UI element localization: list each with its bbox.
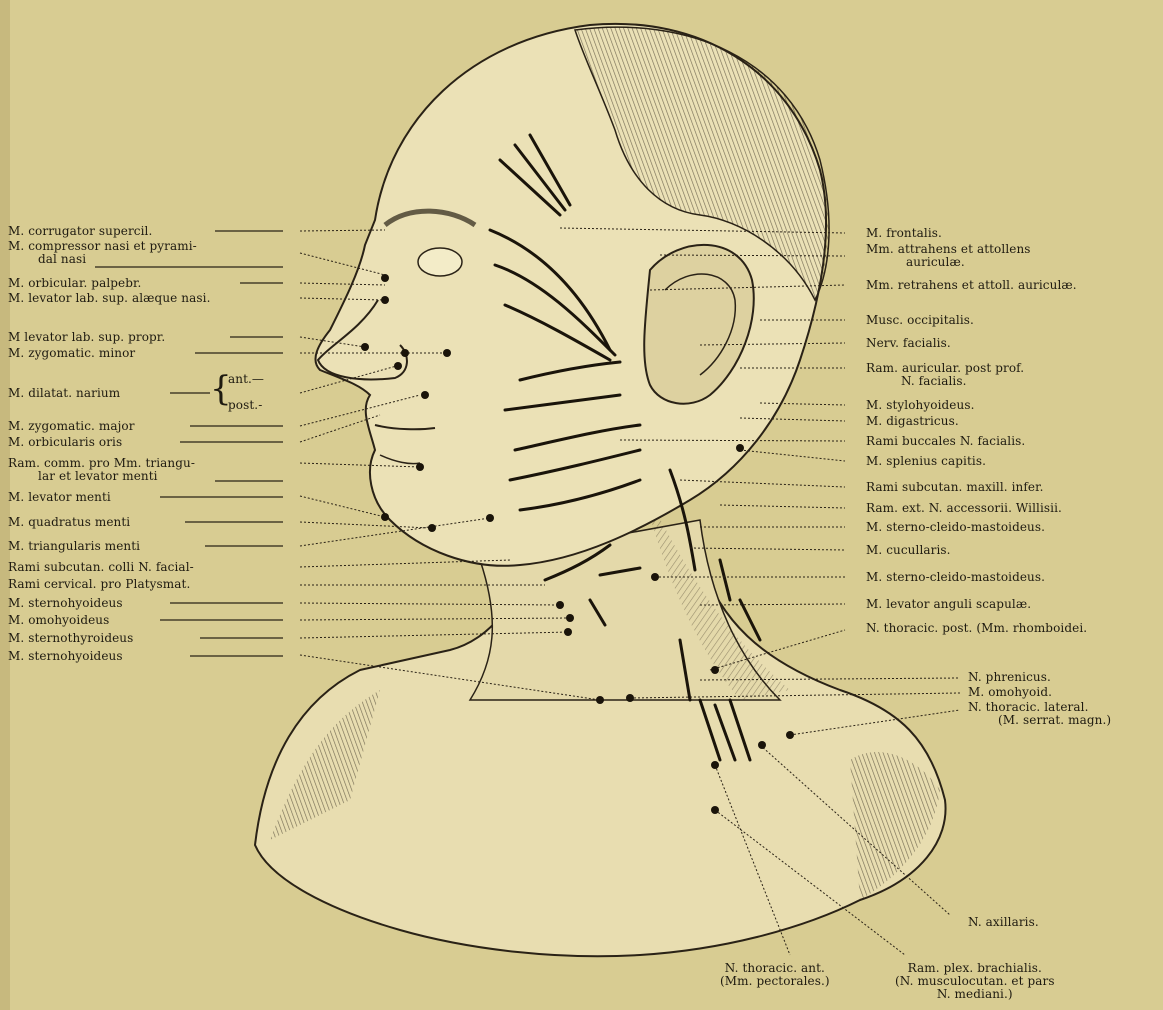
label-line: M. omohyoideus [8,614,109,627]
label-stylohyoideus: M. stylohyoideus. [866,399,975,412]
label-line: M. sternohyoideus [8,597,123,610]
label-line: Nerv. facialis. [866,337,951,350]
label-line: Rami subcutan. maxill. infer. [866,481,1044,494]
label-line: N. facialis. [866,375,1024,388]
label-corrugator: M. corrugator supercil. [8,225,152,238]
label-zygomatic-major: M. zygomatic. major [8,420,135,433]
label-nerv-facialis: Nerv. facialis. [866,337,951,350]
label-rami-subcutan-colli: Rami subcutan. colli N. facial- [8,561,194,574]
label-line: N. mediani.) [895,988,1055,1001]
label-compressor: M. compressor nasi et pyrami-dal nasi [8,240,197,266]
label-line: M. corrugator supercil. [8,225,152,238]
label-line: M. sternothyroideus [8,632,133,645]
label-levator-scapulae: M. levator anguli scapulæ. [866,598,1031,611]
label-orbicular-palpebr: M. orbicular. palpebr. [8,277,141,290]
label-thoracic-lateral: N. thoracic. lateral.(M. serrat. magn.) [968,701,1111,727]
label-line: M. levator lab. sup. alæque nasi. [8,292,210,305]
label-line: Rami buccales N. facialis. [866,435,1025,448]
label-line: M. levator anguli scapulæ. [866,598,1031,611]
page-edge [0,0,10,1010]
label-frontalis: M. frontalis. [866,227,942,240]
label-cucullaris: M. cucullaris. [866,544,951,557]
label-splenius: M. splenius capitis. [866,455,986,468]
label-line: N. phrenicus. [968,671,1051,684]
label-levator-menti: M. levator menti [8,491,111,504]
label-thoracic-ant: N. thoracic. ant.(Mm. pectorales.) [720,962,830,988]
label-line: M. splenius capitis. [866,455,986,468]
label-sternohyoideus-1: M. sternohyoideus [8,597,123,610]
label-dilatat-narium: M. dilatat. narium [8,387,120,400]
label-line: (M. serrat. magn.) [968,714,1111,727]
label-levator-alaeque: M. levator lab. sup. alæque nasi. [8,292,210,305]
label-line: M. sternohyoideus [8,650,123,663]
label-line: (Mm. pectorales.) [720,975,830,988]
label-line: M. omohyoid. [968,686,1052,699]
label-line: Rami subcutan. colli N. facial- [8,561,194,574]
label-line: dal nasi [8,253,197,266]
label-line: auriculæ. [866,256,1031,269]
label-line: N. thoracic. post. (Mm. rhomboidei. [866,622,1087,635]
label-ram-auricular: Ram. auricular. post prof.N. facialis. [866,362,1024,388]
label-rami-cervical: Rami cervical. pro Platysmat. [8,578,190,591]
label-line: M. digastricus. [866,415,959,428]
label-line: M. triangularis menti [8,540,140,553]
dilatat-ant-label: ant.— [228,373,264,386]
label-line: Ram. ext. N. accessorii. Willisii. [866,502,1062,515]
label-line: M. orbicular. palpebr. [8,277,141,290]
label-triangularis-menti: M. triangularis menti [8,540,140,553]
label-orbicularis-oris: M. orbicularis oris [8,436,122,449]
label-occipitalis: Musc. occipitalis. [866,314,974,327]
label-retrahens: Mm. retrahens et attoll. auriculæ. [866,279,1077,292]
label-zygomatic-minor: M. zygomatic. minor [8,347,135,360]
label-line: M levator lab. sup. propr. [8,331,165,344]
label-levator-propr: M levator lab. sup. propr. [8,331,165,344]
label-scm-2: M. sterno-cleido-mastoideus. [866,571,1045,584]
label-line: M. levator menti [8,491,111,504]
label-line: M. quadratus menti [8,516,130,529]
label-line: N. axillaris. [968,916,1039,929]
label-line: M. dilatat. narium [8,387,120,400]
label-rami-subcutan-maxill: Rami subcutan. maxill. infer. [866,481,1044,494]
label-sternohyoideus-2: M. sternohyoideus [8,650,123,663]
label-omohyoideus: M. omohyoideus [8,614,109,627]
label-line: M. orbicularis oris [8,436,122,449]
label-ram-comm: Ram. comm. pro Mm. triangu-lar et levato… [8,457,195,483]
label-line: M. cucullaris. [866,544,951,557]
label-line: Musc. occipitalis. [866,314,974,327]
label-line: M. stylohyoideus. [866,399,975,412]
label-rami-buccales: Rami buccales N. facialis. [866,435,1025,448]
label-quadratus-menti: M. quadratus menti [8,516,130,529]
label-digastricus: M. digastricus. [866,415,959,428]
eye-drawing [418,248,462,276]
dilatat-post-label: post.- [228,399,262,412]
label-line: M. zygomatic. major [8,420,135,433]
label-axillaris: N. axillaris. [968,916,1039,929]
label-thoracic-post: N. thoracic. post. (Mm. rhomboidei. [866,622,1087,635]
label-line: M. compressor nasi et pyrami- [8,240,197,253]
label-line: M. sterno-cleido-mastoideus. [866,571,1045,584]
label-ram-ext-accessorii: Ram. ext. N. accessorii. Willisii. [866,502,1062,515]
label-line: M. zygomatic. minor [8,347,135,360]
label-line: Mm. retrahens et attoll. auriculæ. [866,279,1077,292]
label-line: M. sterno-cleido-mastoideus. [866,521,1045,534]
label-sternothyroideus: M. sternothyroideus [8,632,133,645]
label-omohyoid: M. omohyoid. [968,686,1052,699]
label-line: lar et levator menti [8,470,195,483]
label-plex-brachialis: Ram. plex. brachialis.(N. musculocutan. … [895,962,1055,1001]
label-phrenicus: N. phrenicus. [968,671,1051,684]
label-line: Rami cervical. pro Platysmat. [8,578,190,591]
label-scm-1: M. sterno-cleido-mastoideus. [866,521,1045,534]
label-line: M. frontalis. [866,227,942,240]
